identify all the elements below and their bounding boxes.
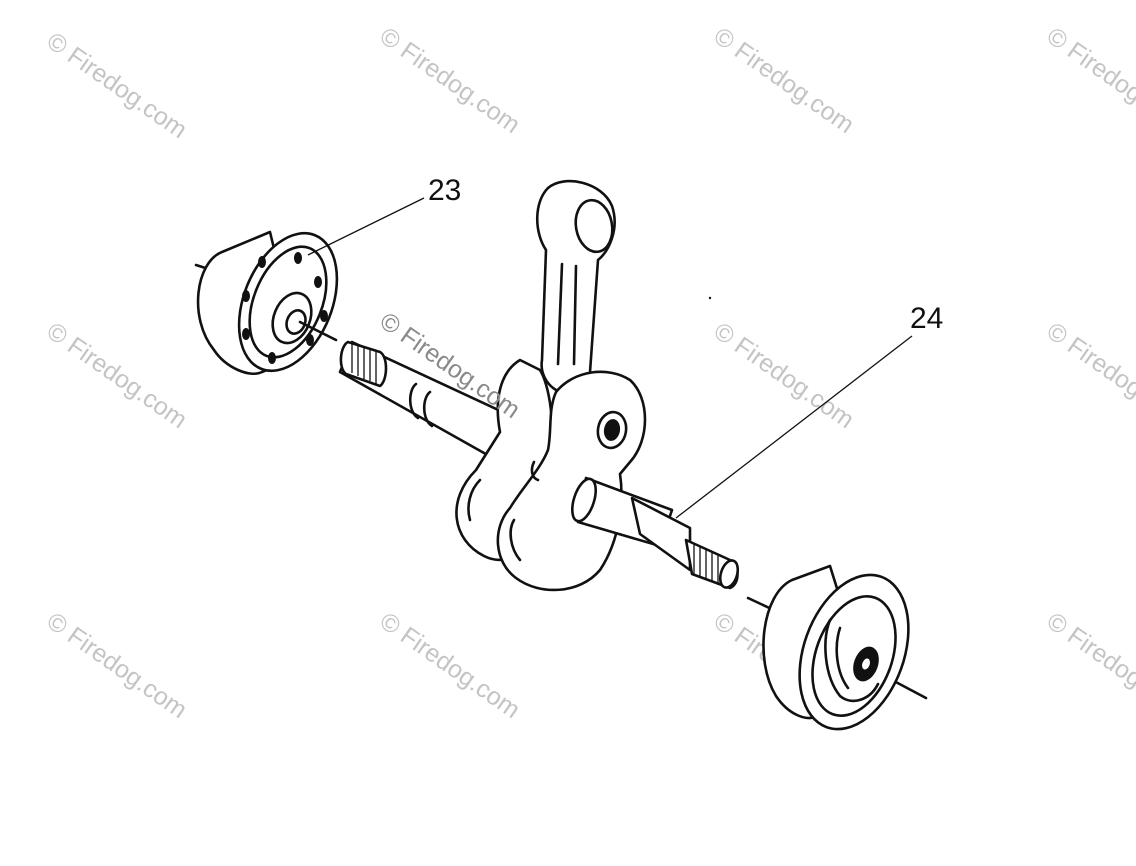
watermark: © Firedog.com — [42, 607, 193, 724]
bearing-23 — [196, 230, 339, 375]
axis-line-left-inner — [298, 320, 338, 342]
bearing-24 — [762, 564, 910, 731]
watermark: © Firedog.com — [375, 22, 526, 139]
watermark: © Firedog.com — [709, 22, 860, 139]
watermark: © Firedog.com — [42, 27, 193, 144]
leader-line-24 — [675, 335, 913, 519]
axis-line-right-outer — [890, 678, 928, 700]
callout-label-24: 24 — [910, 302, 943, 335]
watermark: © Firedog.com — [375, 607, 526, 724]
connecting-rod — [535, 179, 616, 395]
watermark: © Firedog.com — [709, 317, 860, 434]
leader-line-23 — [307, 197, 425, 256]
crankshaft-right-shaft — [571, 476, 740, 590]
watermark: © Firedog.com — [1042, 22, 1136, 139]
watermark: © Firedog.com — [42, 317, 193, 434]
stray-dot — [708, 296, 712, 300]
crankshaft-webs — [455, 358, 647, 592]
watermark: © Firedog.com — [1042, 317, 1136, 434]
watermark: © Firedog.com — [1042, 607, 1136, 724]
callout-label-23: 23 — [428, 174, 461, 207]
